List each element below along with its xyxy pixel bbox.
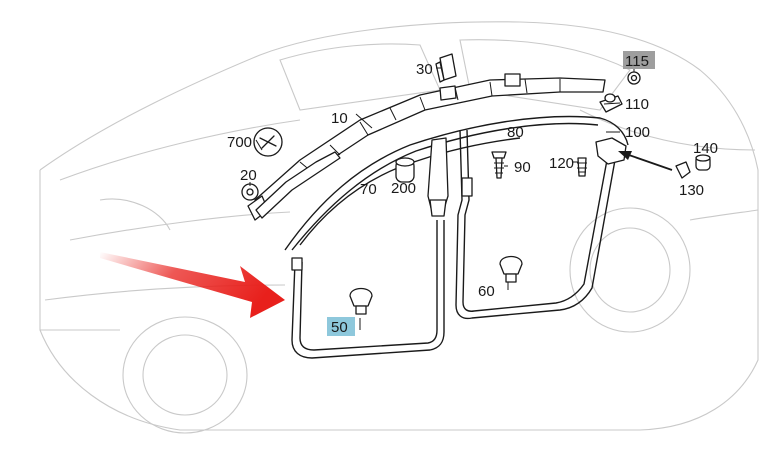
front-door-seal [291, 220, 445, 359]
callout-115-highlight [623, 51, 655, 69]
screw-icon [577, 157, 587, 177]
seal-clip-icon [349, 287, 373, 315]
callout-70: 70 [360, 181, 377, 198]
callout-50: 50 [331, 319, 348, 336]
expanding-rivet-icon [491, 151, 507, 179]
callout-10: 10 [331, 110, 348, 127]
grommet-icon [241, 183, 259, 201]
callout-20: 20 [240, 167, 257, 184]
callout-90: 90 [514, 159, 531, 176]
bracket-icon [435, 53, 457, 83]
callout-80: 80 [507, 124, 524, 141]
c-pillar-trim [595, 137, 627, 165]
seal-clip-icon [499, 255, 523, 283]
callout-30: 30 [416, 61, 433, 78]
sleeve-icon [395, 157, 415, 183]
callout-100: 100 [625, 124, 650, 141]
roof-seal-rails [284, 115, 629, 251]
b-pillar-trim [427, 137, 449, 217]
part-icons [241, 53, 711, 315]
red-pointer-arrow [100, 252, 285, 318]
rear-door-seal [455, 129, 616, 320]
car-body-outline [39, 21, 759, 434]
callout-60: 60 [478, 283, 495, 300]
plug-icon [675, 161, 691, 179]
direction-arrow [618, 151, 673, 171]
callout-110: 110 [625, 96, 649, 113]
callout-labels: 10 20 30 50 60 70 80 90 100 110 115 120 … [227, 53, 718, 336]
cap-icon [695, 154, 711, 171]
a-pillar-trim [255, 151, 341, 219]
callout-130: 130 [679, 182, 704, 199]
callout-700: 700 [227, 134, 252, 151]
callout-115: 115 [625, 53, 649, 70]
nut-icon [627, 71, 641, 85]
callout-200: 200 [391, 180, 416, 197]
callout-120: 120 [549, 155, 574, 172]
trim-clip-icon [253, 127, 283, 157]
callout-140: 140 [693, 140, 718, 157]
callout-50-highlight [327, 317, 355, 336]
